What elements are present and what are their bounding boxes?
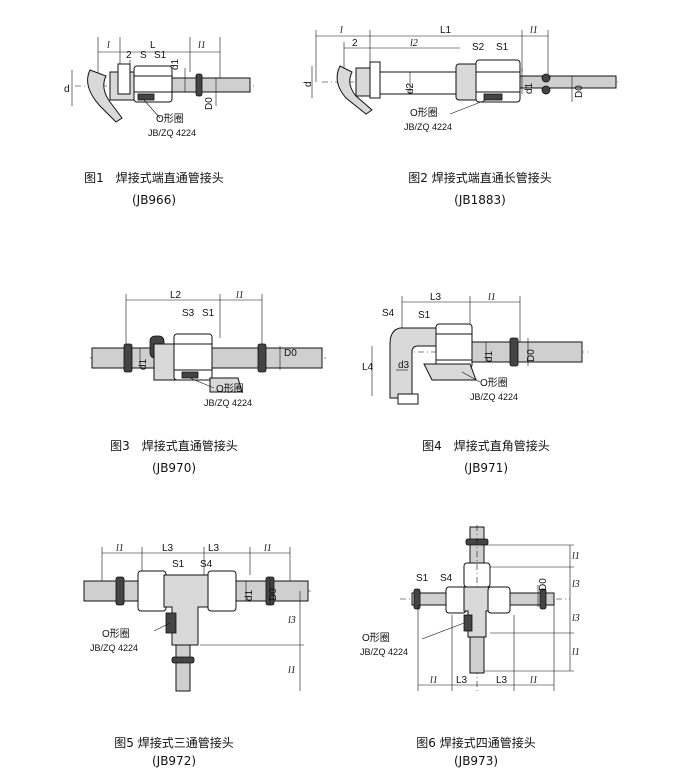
fig5-caption: 图5 焊接式三通管接头 (JB972): [24, 735, 324, 769]
fig6-label-S1: S1: [416, 573, 429, 584]
fig5-label-l3: l3: [288, 615, 296, 626]
figure-3-diagram: L2 l1 S3 S1 d1 D0 O形圈 JB/ZQ 4224: [90, 288, 330, 418]
fig3-label-d1: d1: [138, 358, 149, 370]
fig4-label-l1: l1: [488, 292, 496, 303]
fig2-label-std: JB/ZQ 4224: [404, 122, 452, 132]
fig2-label-S1: S1: [496, 42, 509, 53]
fig2-label-2: 2: [352, 38, 358, 49]
fig6-label-std: JB/ZQ 4224: [360, 647, 408, 657]
fig1-drawing: l L l1 2 S S1 d d1 D0 O形圈 JB/ZQ 4224: [64, 37, 255, 138]
fig6-label-l1d: l1: [530, 675, 538, 686]
fig2-label-D0: D0: [574, 85, 585, 98]
fig2-label-S2: S2: [472, 42, 485, 53]
fig5-label-L3a: L3: [162, 543, 174, 554]
fig1-label-S1: S1: [154, 50, 167, 61]
fig6-drawing: l1 l3 l3 l1 D0 S1 S4 l1 L3 L3 l1 O形圈 JB/…: [360, 525, 580, 693]
fig3-label-l1: l1: [236, 290, 244, 301]
fig5-label-oring: O形圈: [102, 628, 130, 640]
fig5-label-D0: D0: [268, 588, 279, 601]
fig1-label-std: JB/ZQ 4224: [148, 128, 196, 138]
fig5-drawing: l1 L3 L3 l1 S1 S4 d1 D0 l3 l1 O形圈 JB/ZQ …: [83, 543, 312, 692]
fig4-label-L4: L4: [362, 362, 374, 373]
fig3-label-D0: D0: [284, 348, 297, 359]
fig3-label-S3: S3: [182, 308, 195, 319]
fig4-caption-title: 图4 焊接式直角管接头: [422, 439, 550, 453]
fig4-label-oring: O形圈: [480, 377, 508, 389]
fig2-drawing: l L1 l1 2 l2 S2 S1 d d2 d1 D0 O形圈 JB/ZQ …: [303, 25, 620, 132]
figure-6-diagram: l1 l3 l3 l1 D0 S1 S4 l1 L3 L3 l1 O形圈 JB/…: [360, 525, 600, 695]
fig1-label-D0: D0: [204, 97, 215, 110]
fig3-label-std: JB/ZQ 4224: [204, 398, 252, 408]
fig2-label-oring: O形圈: [410, 107, 438, 119]
fig2-label-d1: d1: [524, 82, 535, 94]
fig4-caption: 图4 焊接式直角管接头 (JB971): [336, 438, 636, 476]
fig3-caption-std: (JB970): [151, 461, 197, 475]
fig2-caption-title: 图2 焊接式端直通长管接头: [408, 171, 552, 185]
fig6-label-D0: D0: [538, 578, 549, 591]
fig2-label-d2: d2: [405, 82, 416, 94]
fig1-label-d: d: [64, 84, 70, 95]
fig3-drawing: L2 l1 S3 S1 d1 D0 O形圈 JB/ZQ 4224: [90, 290, 326, 408]
fig4-caption-std: (JB971): [463, 461, 509, 475]
fig2-label-l2: l2: [410, 38, 418, 49]
fig5-label-std: JB/ZQ 4224: [90, 643, 138, 653]
fig2-label-l1: l1: [530, 25, 538, 36]
fig6-label-L3a: L3: [456, 675, 468, 686]
fig4-label-L3: L3: [430, 292, 442, 303]
fig3-caption: 图3 焊接式直通管接头 (JB970): [24, 438, 324, 476]
fig2-caption-std: (JB1883): [454, 193, 506, 207]
fig6-caption-title: 图6 焊接式四通管接头: [416, 736, 536, 750]
fig1-caption-title: 图1 焊接式端直通管接头: [84, 171, 224, 185]
fig4-label-std: JB/ZQ 4224: [470, 392, 518, 402]
fig3-caption-title: 图3 焊接式直通管接头: [110, 439, 238, 453]
fig2-caption: 图2 焊接式端直通长管接头 (JB1883): [330, 170, 630, 208]
fig5-label-l1v: l1: [288, 665, 296, 676]
fig1-label-d1: d1: [170, 58, 181, 70]
fig5-label-l1: l1: [116, 543, 124, 554]
fig4-label-D0: D0: [526, 349, 537, 362]
fig1-caption-std: (JB966): [131, 193, 177, 207]
fig6-label-l1a: l1: [572, 551, 580, 562]
fig1-label-oring: O形圈: [156, 113, 184, 125]
fig6-label-oring: O形圈: [362, 632, 390, 644]
fig4-label-S1: S1: [418, 310, 431, 321]
fig2-label-l: l: [340, 25, 343, 36]
fig6-label-l3a: l3: [572, 579, 580, 590]
figure-5-diagram: l1 L3 L3 l1 S1 S4 d1 D0 l3 l1 O形圈 JB/ZQ …: [80, 543, 320, 695]
fig5-label-d1: d1: [244, 589, 255, 601]
fig6-caption: 图6 焊接式四通管接头 (JB973): [326, 735, 626, 769]
fig3-label-S1: S1: [202, 308, 215, 319]
fig3-label-L2: L2: [170, 290, 182, 301]
fig5-label-S4: S4: [200, 559, 213, 570]
figure-2-diagram: l L1 l1 2 l2 S2 S1 d d2 d1 D0 O形圈 JB/ZQ …: [300, 22, 630, 142]
fig6-label-l3b: l3: [572, 613, 580, 624]
fig6-caption-std: (JB973): [453, 754, 499, 768]
fig1-label-l1: l1: [198, 40, 206, 51]
fig5-label-S1: S1: [172, 559, 185, 570]
fig1-label-L: L: [150, 40, 156, 51]
fig3-label-oring: O形圈: [216, 383, 244, 395]
fig5-label-l1b: l1: [264, 543, 272, 554]
fig1-label-2: 2: [126, 50, 132, 61]
figure-4-diagram: L3 l1 S4 S1 L4 d3 d1 D0 O形圈 JB/ZQ 4224: [352, 288, 592, 418]
fig2-label-L1: L1: [440, 25, 452, 36]
fig4-label-d3: d3: [398, 360, 410, 371]
fig5-caption-title: 图5 焊接式三通管接头: [114, 736, 234, 750]
fig5-caption-std: (JB972): [151, 754, 197, 768]
fig4-label-d1: d1: [484, 350, 495, 362]
figure-1-diagram: l L l1 2 S S1 d d1 D0 O形圈 JB/ZQ 4224: [60, 22, 260, 142]
fig1-label-S: S: [140, 50, 147, 61]
fig1-caption: 图1 焊接式端直通管接头 (JB966): [4, 170, 304, 208]
fig2-label-d: d: [303, 81, 314, 87]
fig4-drawing: L3 l1 S4 S1 L4 d3 d1 D0 O形圈 JB/ZQ 4224: [362, 292, 588, 405]
fig4-label-S4: S4: [382, 308, 395, 319]
fig1-label-l: l: [107, 40, 110, 51]
fig6-label-L3b: L3: [496, 675, 508, 686]
fig6-label-S4: S4: [440, 573, 453, 584]
fig6-label-l1c: l1: [430, 675, 438, 686]
fig6-label-l1b: l1: [572, 647, 580, 658]
fig5-label-L3b: L3: [208, 543, 220, 554]
